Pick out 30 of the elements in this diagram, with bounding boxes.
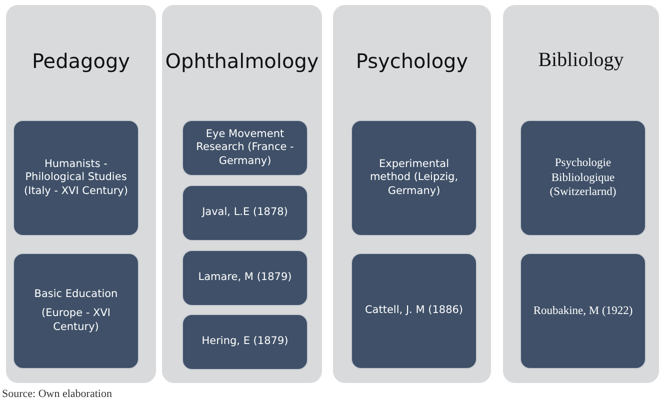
entry-text: Psychologie Bibliologique (Switzerlarnd) <box>548 156 618 200</box>
panel-heading: Bibliology <box>537 49 625 72</box>
entry-text: Experimental method (Leipzig, Germany) <box>368 158 460 198</box>
category-panel <box>6 5 156 383</box>
category-panel <box>503 5 659 383</box>
entry-box <box>183 186 307 240</box>
entry-box <box>14 121 138 235</box>
entry-text: (Europe - XVI Century) <box>40 307 112 334</box>
entry-text: Javal, L.E (1878) <box>202 206 288 220</box>
panel-heading: Pedagogy <box>30 49 132 73</box>
entry-text: Lamare, M (1879) <box>198 271 292 285</box>
entry-text: Hering, E (1879) <box>202 335 288 349</box>
entry-text: Roubakine, M (1922) <box>533 304 633 318</box>
entry-box <box>183 315 307 369</box>
entry-box <box>183 121 307 175</box>
entry-text: Basic Education <box>34 288 118 302</box>
panel-heading: Psychology <box>354 49 470 73</box>
entry-box <box>14 254 138 368</box>
entry-text: Eye Movement Research (France - Germany) <box>195 128 295 168</box>
entry-text: Cattell, J. M (1886) <box>364 304 464 318</box>
entry-box <box>352 254 476 368</box>
entry-box <box>521 254 645 368</box>
entry-box <box>521 121 645 235</box>
panel-heading: Ophthalmology <box>164 49 320 73</box>
entry-box <box>183 251 307 305</box>
category-panel <box>333 5 491 383</box>
entry-text: Humanists - Philological Studies (Italy - XVI Century) <box>23 158 129 198</box>
source-caption: Source: Own elaboration <box>2 388 112 400</box>
entry-box <box>352 121 476 235</box>
category-panel <box>162 5 322 383</box>
